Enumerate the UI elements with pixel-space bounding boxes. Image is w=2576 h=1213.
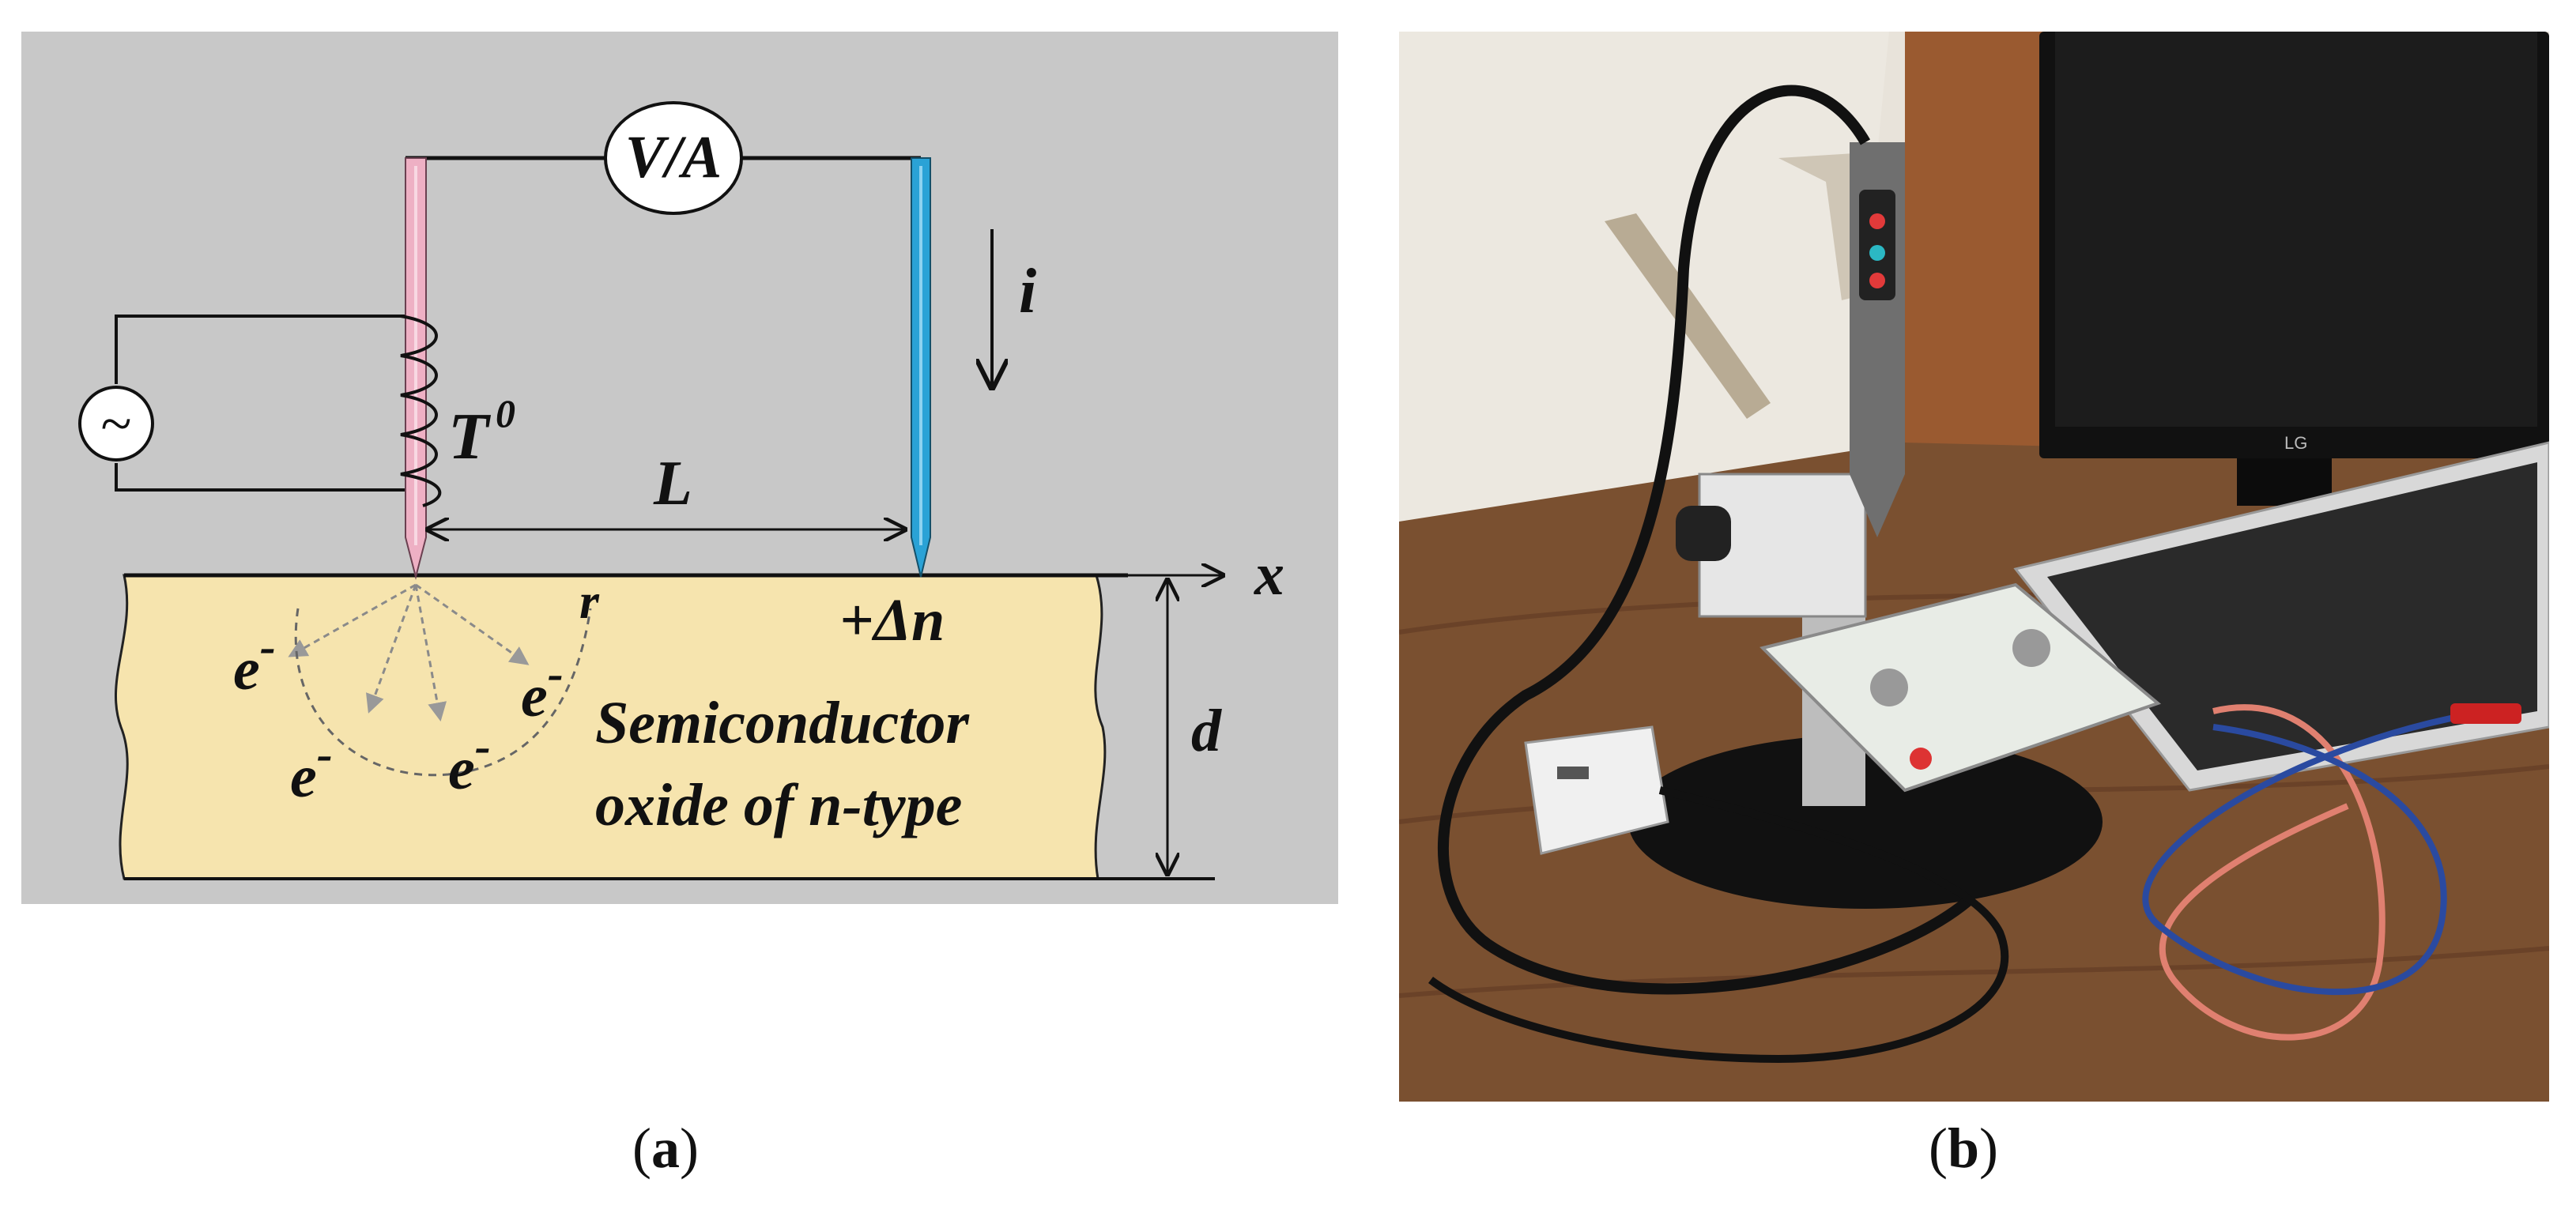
ac-source-symbol: ~ [101,392,132,455]
temperature-label: T [448,400,492,473]
soldering-iron [1850,142,1905,537]
carrier-label: +Δn [839,587,945,654]
voltmeter-ammeter: V/A [604,101,743,215]
stand-knob [1676,506,1731,561]
diffusion-arrows [288,583,592,777]
x-axis-label: x [1254,541,1284,608]
test-lead-blue [2142,708,2491,996]
red-connector [2450,703,2521,724]
monitor-brand: LG [2284,433,2307,453]
heater-wire-top [115,315,423,384]
stand-base [1628,735,2103,909]
temperature-superscript: 0 [496,391,515,435]
electron-label: e- [233,620,276,703]
cold-probe [911,157,931,578]
electron-label: e- [448,720,491,802]
material-label-line1: Semiconductor [595,690,970,756]
power-plug [1524,725,1669,855]
meter-label: V/A [625,124,722,190]
sample-stage [1759,582,2162,793]
caption-a: (a) [632,1117,699,1180]
heater-wire-bottom [115,463,423,492]
test-lead-red [2159,704,2386,1041]
wooden-panel [1905,32,2055,506]
wall-pipe [1605,213,1771,419]
plug-cable [1428,786,2009,1064]
photo-panel-b: LG [1399,32,2549,1102]
thickness-label: d [1191,698,1222,764]
hot-probe [405,157,427,580]
current-label: i [1019,257,1036,326]
ac-source: ~ [78,386,154,461]
material-label-line2: oxide of n-type [595,772,962,838]
caption-b: (b) [1929,1117,1999,1180]
radius-label: r [579,573,600,629]
distance-label: L [653,449,692,518]
wall-shadow [1399,32,1889,522]
heater-coil [400,315,442,507]
electron-label: e- [521,647,564,729]
electron-labels: e- e- e- e- [233,620,564,810]
schematic-panel-a: x d V/A ~ T 0 i L r [21,32,1338,904]
monitor: LG [2039,32,2549,506]
electron-label: e- [290,728,333,810]
iron-cable [1438,85,1972,995]
